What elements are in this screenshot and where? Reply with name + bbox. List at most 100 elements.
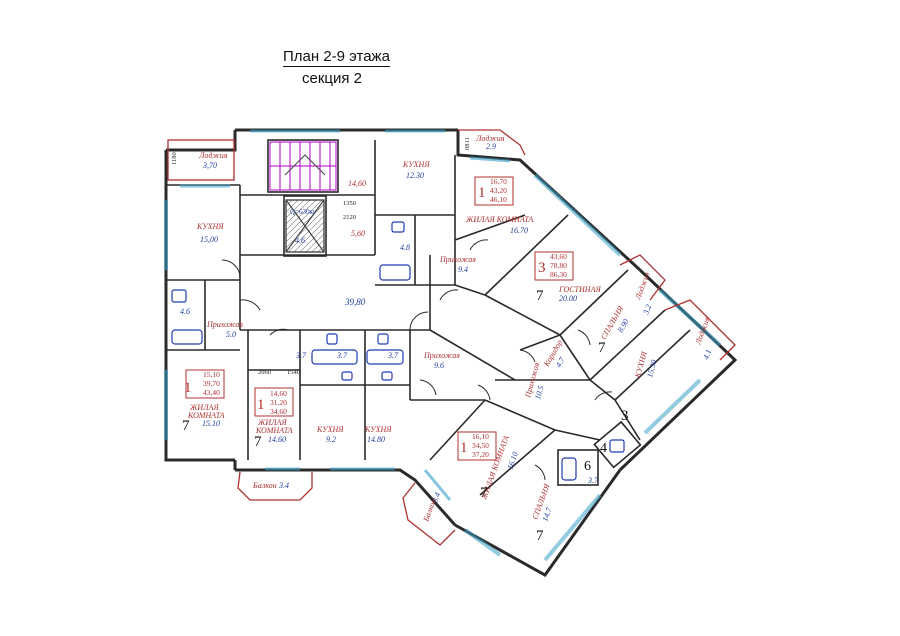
- dim-1350: 1350: [343, 200, 356, 207]
- door-8: [594, 391, 613, 401]
- apt-3room-living: 43,60: [550, 252, 567, 261]
- area-wc3: 3.7: [387, 351, 399, 360]
- apt-mid-left-gross: 34,60: [270, 407, 287, 416]
- area-corridor: 39,80: [344, 297, 366, 307]
- area-elevator: 4.6: [295, 236, 305, 245]
- door-5: [469, 239, 489, 251]
- apt-left-rooms: 1: [184, 380, 192, 396]
- apt-3room-box: [534, 251, 574, 281]
- bathtub-mid2: [366, 349, 404, 365]
- door-11: [419, 379, 437, 396]
- label-loggia-right1: Лоджия: [633, 271, 652, 302]
- windows: [164, 129, 722, 562]
- label-hall-mid: Прихожая: [423, 351, 460, 360]
- door-12: [534, 464, 546, 481]
- area-hall-left: 5.0: [226, 330, 236, 339]
- sink-top: [391, 221, 405, 233]
- apt-left-living: 15,10: [203, 370, 220, 379]
- apt-left-total: 39,70: [203, 379, 220, 388]
- area-hall-right: 10.5: [533, 385, 545, 401]
- sink-mid1: [326, 333, 338, 345]
- label-loggia-left: Лоджия: [198, 151, 228, 160]
- label-living-mid-left-a: ЖИЛАЯ: [257, 418, 287, 427]
- apt-mid-right-box: [457, 431, 497, 461]
- apt-mid-left-rooms: 1: [257, 397, 265, 413]
- apt-3room-gross: 86,30: [550, 270, 567, 279]
- area-bath-right: 3.7: [587, 476, 599, 485]
- apt-left-class: 7: [182, 418, 190, 434]
- label-kitchen-mid-left: КУХНЯ: [316, 425, 344, 434]
- dim-lift: Q=630кг: [290, 208, 316, 216]
- door-2: [221, 259, 241, 279]
- dim-2120: 2120: [343, 214, 356, 221]
- sink-right: [609, 439, 625, 453]
- loggia-right2-outline: [664, 299, 736, 361]
- toilet-mid2: [381, 371, 393, 381]
- apt-mid-right-gross: 37,20: [472, 450, 489, 459]
- area-kitchen-top: 12.30: [406, 171, 424, 180]
- apt-top-rooms: 1: [478, 185, 486, 201]
- apt-3room-class-kitchen: 3: [621, 408, 629, 424]
- area-loggia-right1: 3.2: [641, 303, 653, 316]
- dim-1540: 1540: [287, 369, 300, 376]
- label-hall-top: Прихожая: [439, 255, 476, 264]
- apt-top-living: 16,70: [490, 177, 507, 186]
- area-loggia-left: 3,70: [202, 161, 217, 170]
- area-living-left: 15.10: [202, 419, 220, 428]
- apt-3room-class-bedroom: 7: [598, 340, 606, 356]
- apartment-boxes: [185, 176, 574, 461]
- area-kitchen-left: 15,00: [200, 235, 218, 244]
- apt-top-box: [474, 176, 514, 206]
- area-balcony-bottom: 3.4: [278, 481, 289, 490]
- apt-mid-right-rooms: 1: [460, 440, 468, 456]
- door-7: [577, 329, 591, 346]
- door-1: [239, 299, 261, 311]
- balcony-bottom-outline: [237, 471, 313, 501]
- label-living-mid-left-b: КОМНАТА: [255, 426, 293, 435]
- mark-4: 4: [600, 441, 607, 456]
- apt-3room-rooms: 3: [538, 260, 546, 276]
- label-balcony-bottom: Балкон: [252, 481, 277, 490]
- balcony-right-outline: [402, 482, 456, 546]
- area-loggia-right2: 4.1: [701, 348, 713, 360]
- area-wc2: 3.7: [336, 351, 348, 360]
- apt-3room-class-big-bedroom: 7: [536, 528, 544, 544]
- apartment-figures: 1 15,10 39,70 43,40 7 1 16,70 43,20 46,1…: [182, 177, 629, 544]
- plan-title: План 2-9 этажа: [283, 48, 390, 67]
- mark-6: 6: [584, 459, 591, 474]
- apt-mid-right-total: 34,50: [472, 441, 489, 450]
- apt-mid-right-living: 16,10: [472, 432, 489, 441]
- area-living-top: 16.70: [510, 226, 528, 235]
- sink-left: [171, 289, 187, 303]
- bathtub-right: [561, 457, 577, 481]
- apt-3room-total: 78,80: [550, 261, 567, 270]
- bathtub-mid1: [311, 349, 358, 365]
- dim-0811: 0811: [464, 137, 471, 150]
- room-labels: КУХНЯ 15,00 Лоджия 3,70 4.6 Прихожая 5.0…: [180, 134, 713, 524]
- apt-mid-left-class: 7: [254, 434, 262, 450]
- dimension-labels: 1350 2120 2060 1540 Q=630кг 14,60 5,60 1…: [171, 137, 471, 376]
- area-wc1: 3.7: [295, 351, 307, 360]
- apt-mid-left-box: [254, 387, 294, 417]
- doors: [221, 239, 613, 481]
- sink-mid2: [377, 333, 389, 345]
- staircase: [269, 141, 337, 191]
- fixtures: [171, 221, 625, 481]
- label-living-left-b: КОМНАТА: [187, 411, 225, 420]
- area-bath-left: 4.6: [180, 307, 190, 316]
- area-kitchen-right: 15.30: [645, 359, 658, 379]
- apt-left-gross: 43,40: [203, 388, 220, 397]
- apt-mid-left-living: 14,60: [270, 389, 287, 398]
- door-6: [519, 349, 536, 363]
- area-loggia-top: 2.9: [486, 142, 496, 151]
- label-living-top: ЖИЛАЯ КОМНАТА: [465, 215, 533, 224]
- plan-subtitle: секция 2: [302, 70, 363, 87]
- label-hall-left: Прихожая: [206, 320, 243, 329]
- area-kitchen-mid-left: 9.2: [326, 435, 336, 444]
- area-guest: 20.00: [559, 294, 577, 303]
- dim-14-60: 14,60: [348, 179, 366, 188]
- apt-mid-left-total: 31,20: [270, 398, 287, 407]
- door-3: [409, 311, 429, 331]
